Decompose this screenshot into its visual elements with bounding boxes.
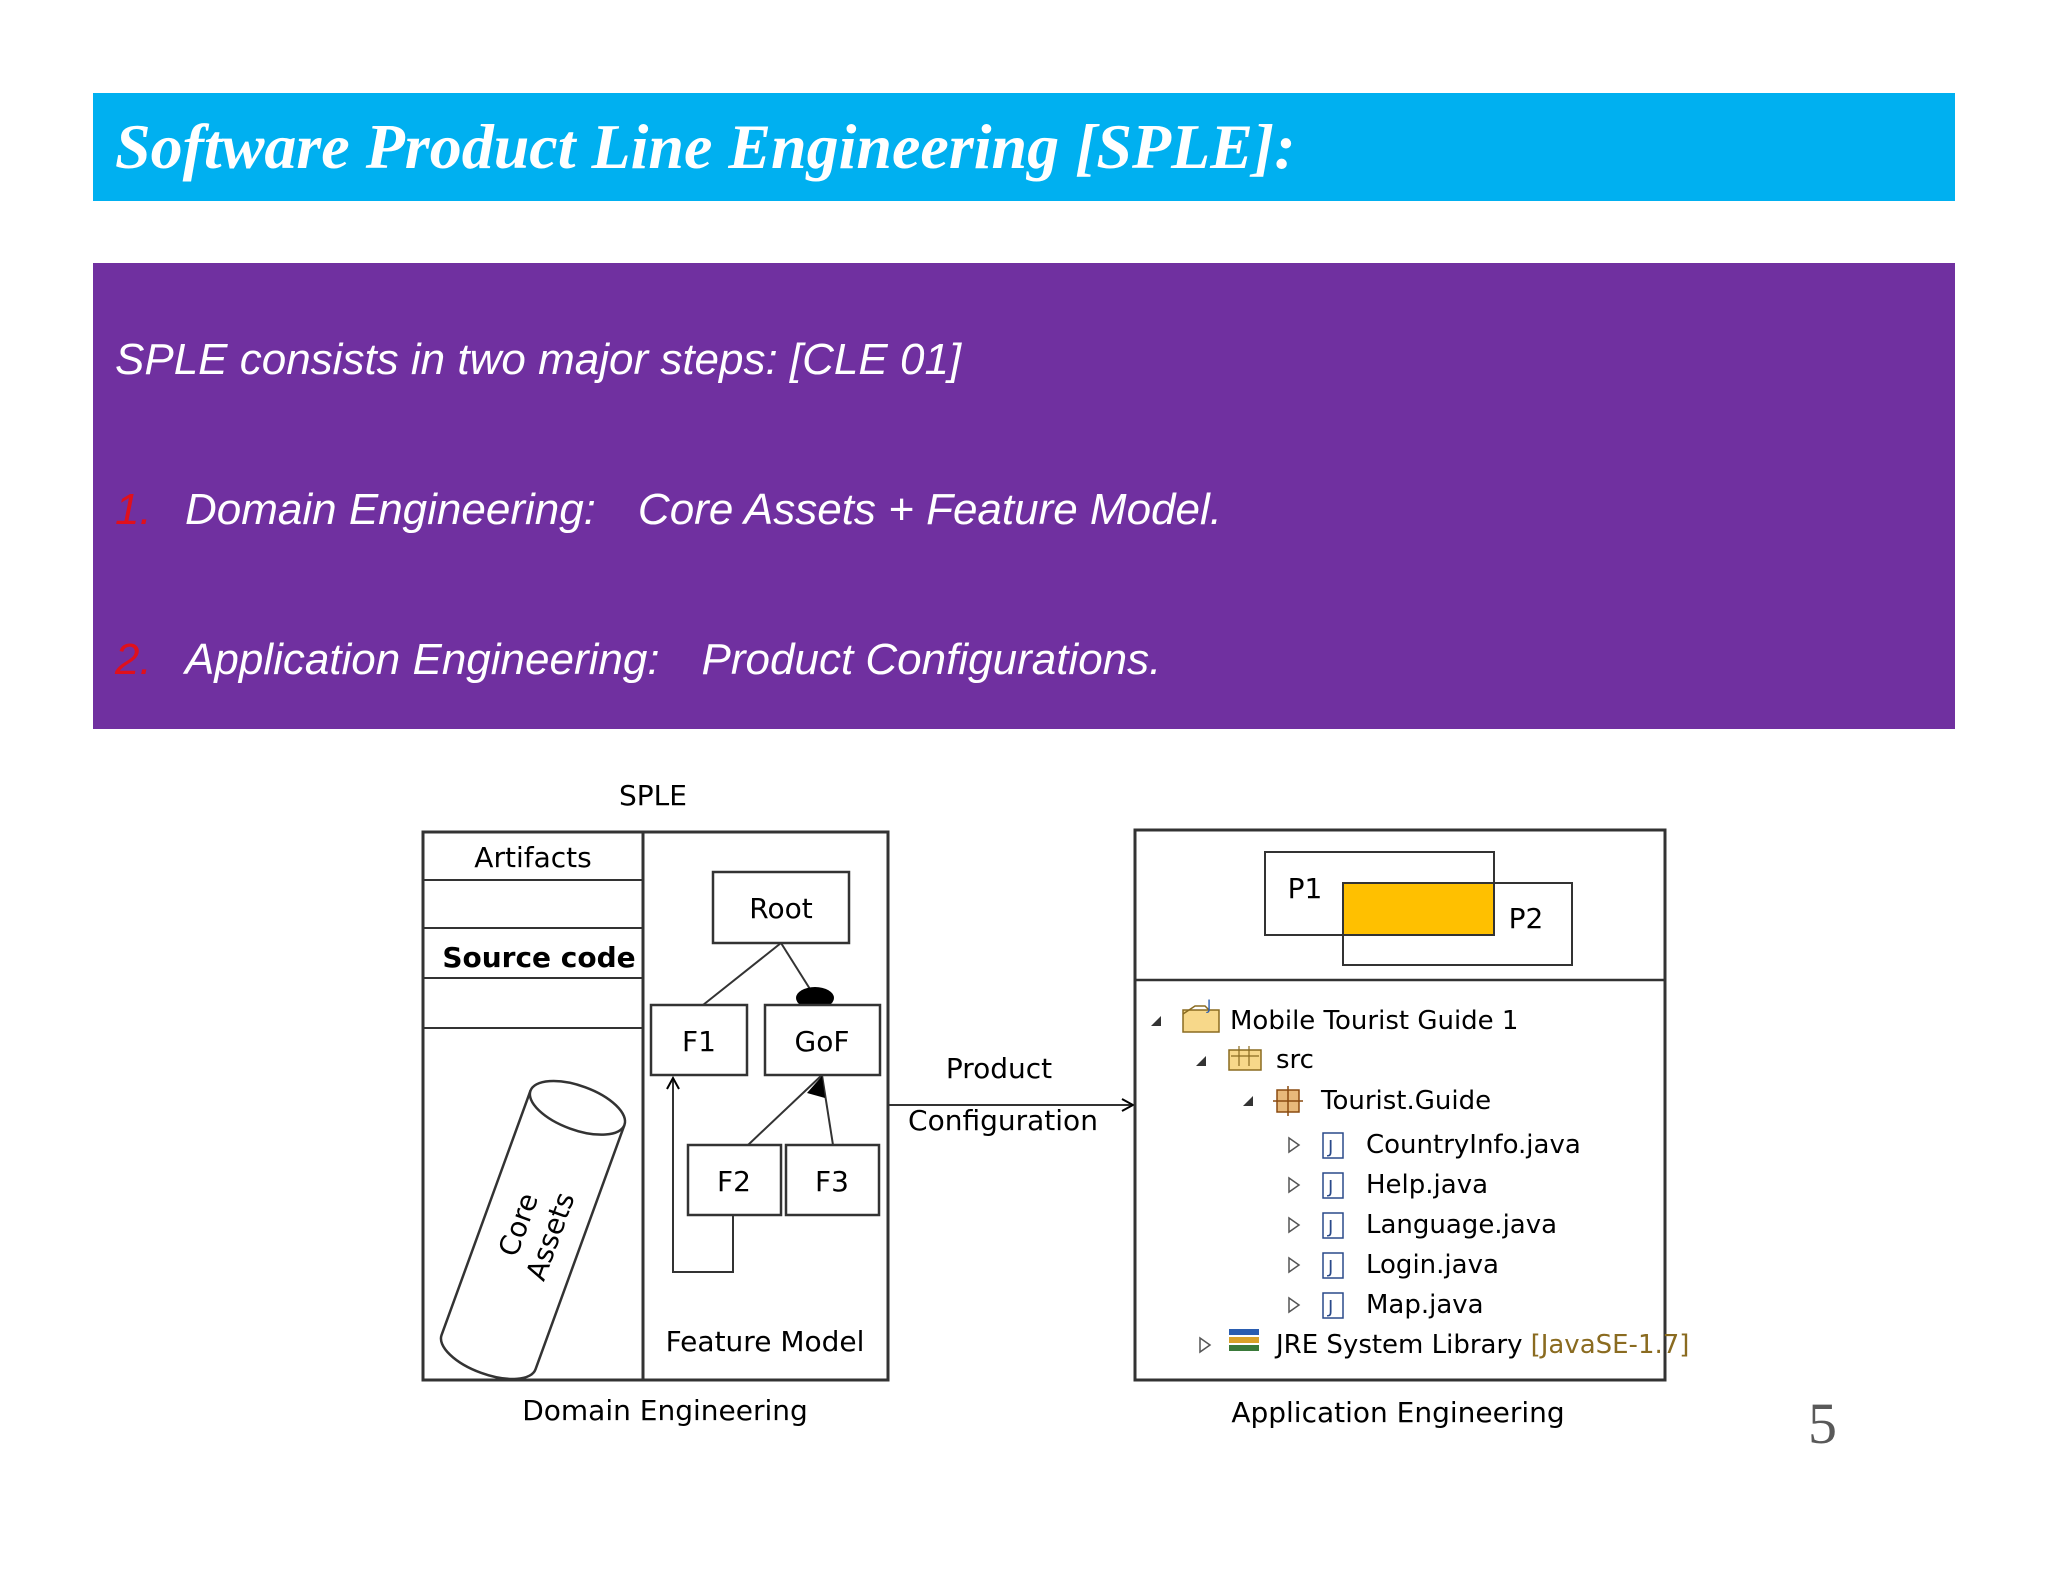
svg-text:F1: F1 bbox=[682, 1025, 716, 1058]
feature-f1 bbox=[649, 1003, 749, 1077]
step-detail: Product Configurations. bbox=[701, 635, 1162, 684]
src-folder-icon bbox=[1228, 1046, 1262, 1071]
java-file-icon bbox=[1322, 1252, 1344, 1279]
java-file-icon bbox=[1322, 1292, 1344, 1319]
source-code-label: Source code bbox=[442, 941, 635, 974]
feature-root bbox=[711, 870, 851, 945]
step-domain-engineering: 1. Domain Engineering: Core Assets + Featu… bbox=[115, 485, 1222, 535]
svg-text:J: J bbox=[1327, 1177, 1333, 1198]
library-icon bbox=[1229, 1329, 1259, 1351]
project-folder-icon: J bbox=[1182, 998, 1220, 1033]
collapsed-arrow-icon bbox=[1288, 1296, 1301, 1314]
product-overlap: P1 P2 bbox=[1264, 851, 1573, 966]
java-file-row: J Map.java bbox=[1288, 1290, 1484, 1320]
svg-text:F2: F2 bbox=[717, 1165, 751, 1198]
application-engineering-box: P1 P2 J Mobile Tourist Guide 1 bbox=[1133, 828, 1689, 1382]
java-file-row: J Language.java bbox=[1288, 1210, 1557, 1240]
step-detail: Core Assets + Feature Model. bbox=[637, 485, 1222, 534]
svg-text:Configuration: Configuration bbox=[908, 1104, 1098, 1137]
p1-p2-overlap bbox=[1342, 882, 1495, 936]
slide-title: Software Product Line Engineering [SPLE]… bbox=[115, 111, 1296, 182]
feature-model-label: Feature Model bbox=[666, 1325, 865, 1358]
feature-model: Root F1 GoF F2 F3 Feature Model bbox=[649, 870, 882, 1358]
svg-text:GoF: GoF bbox=[795, 1025, 850, 1058]
java-file-icon bbox=[1322, 1172, 1344, 1199]
step-number: 1. bbox=[115, 485, 152, 534]
java-file-row: J Login.java bbox=[1288, 1250, 1499, 1280]
core-assets-cylinder: Core Assets bbox=[439, 1079, 627, 1381]
package-icon bbox=[1273, 1086, 1303, 1116]
svg-text:CountryInfo.java: CountryInfo.java bbox=[1366, 1130, 1581, 1160]
artifacts-header: Artifacts bbox=[474, 841, 591, 874]
product-p1-label: P1 bbox=[1288, 872, 1323, 905]
page-number: 5 bbox=[1808, 1391, 1837, 1456]
collapsed-arrow-icon bbox=[1288, 1136, 1301, 1154]
tree-package: Tourist.Guide bbox=[1320, 1086, 1491, 1116]
svg-text:J: J bbox=[1327, 1297, 1333, 1318]
svg-text:J: J bbox=[1206, 998, 1211, 1014]
java-file-icon bbox=[1322, 1132, 1344, 1159]
tree-library: JRE System Library[JavaSE-1.7] bbox=[1274, 1330, 1689, 1360]
project-tree: J Mobile Tourist Guide 1 src Tourist.Gui… bbox=[1151, 998, 1689, 1360]
feature-f3 bbox=[784, 1143, 881, 1217]
tree-project: Mobile Tourist Guide 1 bbox=[1230, 1006, 1518, 1036]
tree-src: src bbox=[1276, 1045, 1314, 1075]
collapsed-arrow-icon bbox=[1199, 1336, 1212, 1354]
svg-text:J: J bbox=[1327, 1137, 1333, 1158]
svg-text:Root: Root bbox=[749, 892, 812, 925]
application-engineering-caption: Application Engineering bbox=[1231, 1396, 1564, 1429]
step-name: Domain Engineering: bbox=[185, 485, 596, 534]
product-p2-label: P2 bbox=[1509, 902, 1544, 935]
svg-text:Map.java: Map.java bbox=[1366, 1290, 1484, 1320]
diagram-top-label: SPLE bbox=[619, 779, 687, 812]
svg-text:Help.java: Help.java bbox=[1366, 1170, 1488, 1200]
svg-text:Product: Product bbox=[946, 1052, 1052, 1085]
intro-text: SPLE consists in two major steps: [CLE 0… bbox=[115, 335, 962, 384]
domain-engineering-caption: Domain Engineering bbox=[522, 1394, 808, 1427]
collapsed-arrow-icon bbox=[1288, 1216, 1301, 1234]
expanded-arrow-icon bbox=[1196, 1056, 1206, 1066]
svg-text:Language.java: Language.java bbox=[1366, 1210, 1557, 1240]
feature-gof bbox=[763, 1003, 882, 1077]
java-file-icon bbox=[1322, 1212, 1344, 1239]
domain-engineering-box: Artifacts Source code Core Assets Root bbox=[421, 830, 890, 1382]
sple-diagram: SPLE Artifacts Source code Core Assets bbox=[403, 760, 1703, 1460]
content-box: SPLE consists in two major steps: [CLE 0… bbox=[93, 263, 1955, 729]
java-file-row: J CountryInfo.java bbox=[1288, 1130, 1581, 1160]
product-configuration-arrow: Product Configuration bbox=[888, 1052, 1133, 1137]
step-application-engineering: 2. Application Engineering: Product Config… bbox=[115, 635, 1161, 685]
collapsed-arrow-icon bbox=[1288, 1256, 1301, 1274]
step-name: Application Engineering: bbox=[185, 635, 660, 684]
feature-f2 bbox=[686, 1143, 783, 1217]
svg-text:J: J bbox=[1327, 1257, 1333, 1278]
collapsed-arrow-icon bbox=[1288, 1176, 1301, 1194]
title-bar: Software Product Line Engineering [SPLE]… bbox=[93, 93, 1955, 201]
expanded-arrow-icon bbox=[1243, 1096, 1253, 1106]
svg-text:Login.java: Login.java bbox=[1366, 1250, 1499, 1280]
svg-text:F3: F3 bbox=[815, 1165, 849, 1198]
java-file-row: J Help.java bbox=[1288, 1170, 1488, 1200]
expanded-arrow-icon bbox=[1151, 1016, 1161, 1026]
step-number: 2. bbox=[115, 635, 152, 684]
svg-text:J: J bbox=[1327, 1217, 1333, 1238]
